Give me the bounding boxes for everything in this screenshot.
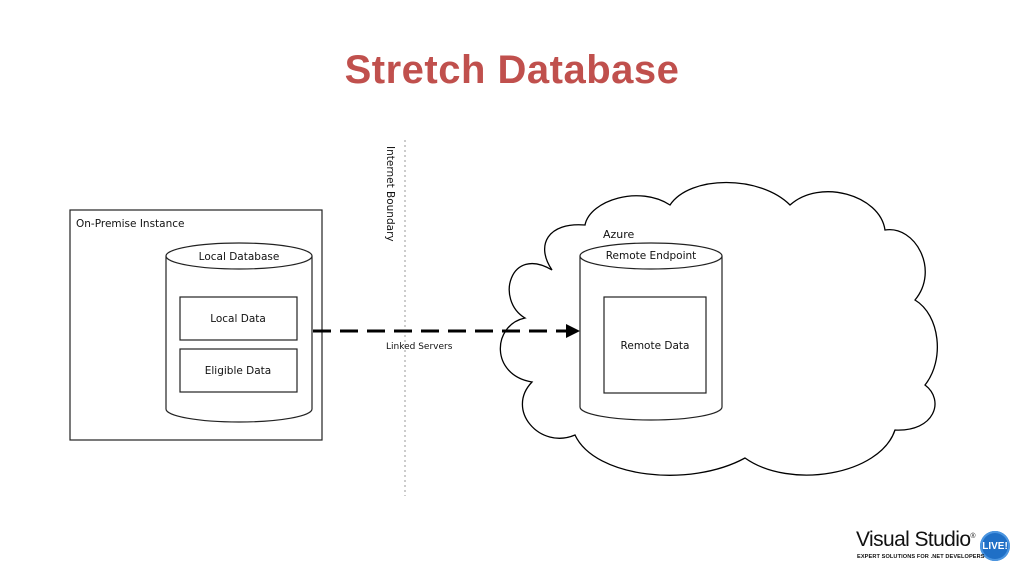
remote-data-label: Remote Data [621,340,690,352]
on-premise-label: On-Premise Instance [76,218,184,230]
eligible-data-label: Eligible Data [205,365,272,377]
logo-wordmark: Visual Studio® [856,528,976,551]
remote-endpoint-label: Remote Endpoint [606,250,697,262]
logo-tagline: EXPERT SOLUTIONS FOR .NET DEVELOPERS [857,554,985,560]
local-data-box [179,296,298,341]
azure-label: Azure [603,228,635,241]
live-badge: LIVE! [980,531,1010,561]
visual-studio-live-logo: Visual Studio® LIVE! EXPERT SOLUTIONS FO… [856,528,1016,568]
linked-servers-label: Linked Servers [386,342,453,352]
internet-boundary-label: Internet Boundary [384,146,396,242]
local-database-label: Local Database [199,251,280,263]
remote-data-box [603,296,707,394]
arrow-head [566,324,580,338]
slide-title: Stretch Database [344,48,680,92]
eligible-data-box [179,348,298,393]
local-data-label: Local Data [210,313,266,325]
